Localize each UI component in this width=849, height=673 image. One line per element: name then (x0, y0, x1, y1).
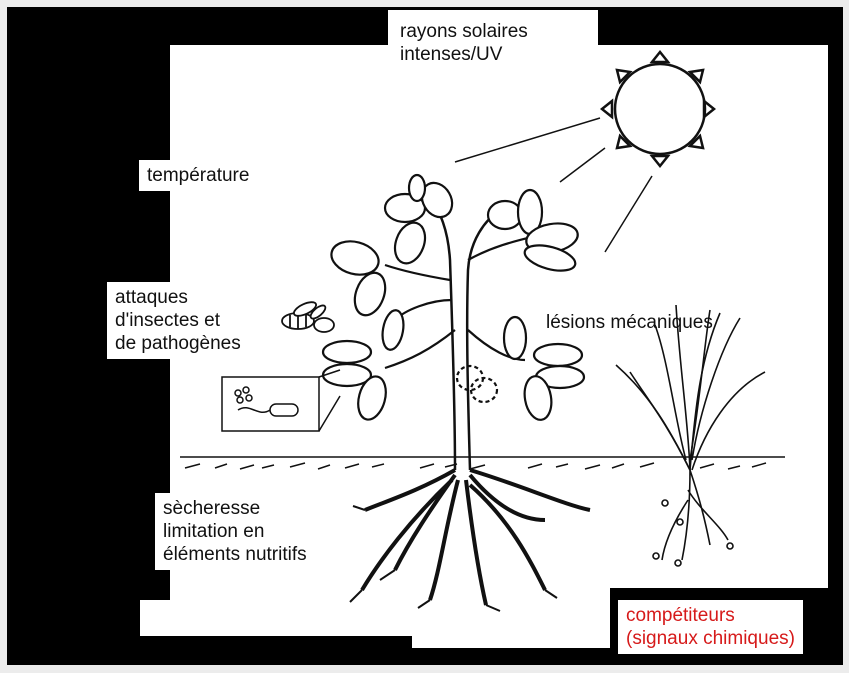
label-insects: attaques d'insectes et de pathogènes (107, 282, 249, 359)
label-drought: sècheresse limitation en éléments nutrit… (155, 493, 315, 570)
label-competitors: compétiteurs (signaux chimiques) (618, 600, 803, 654)
label-uv: rayons solaires intenses/UV (392, 16, 536, 70)
label-temperature: température (139, 160, 257, 191)
label-lesions: lésions mécaniques (538, 307, 721, 338)
